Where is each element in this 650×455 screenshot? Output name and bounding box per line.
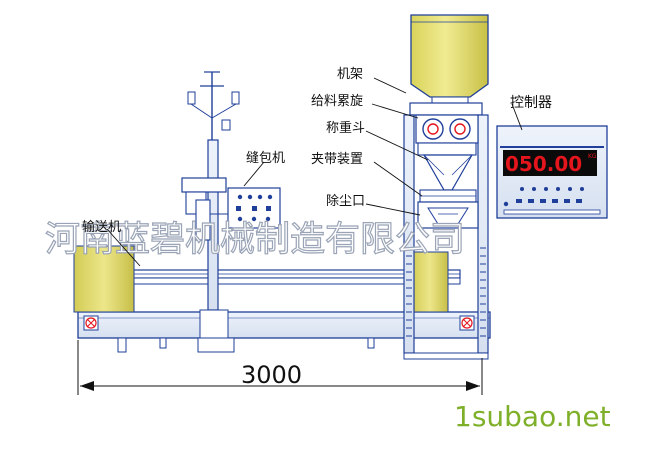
key-button[interactable] [528, 199, 534, 203]
label-weigh-hopper: 称重斗 [326, 120, 365, 136]
key-button[interactable] [540, 199, 546, 203]
key-button[interactable] [564, 199, 570, 203]
weigh-hopper [417, 142, 477, 191]
key-button[interactable] [552, 199, 558, 203]
button-dot[interactable] [556, 187, 560, 191]
controller: 050.00 KG [496, 125, 608, 219]
arrow-right-icon [466, 381, 480, 391]
label-bag-clamp: 夹带装置 [311, 152, 363, 167]
arrow-left-icon [80, 381, 94, 391]
power-indicator-icon [503, 201, 509, 207]
bag-right [411, 251, 449, 313]
button-dot[interactable] [544, 187, 548, 191]
weight-reading: 050.00 [505, 152, 582, 176]
motor-left [83, 315, 99, 331]
dimension-line: 3000 [77, 340, 483, 395]
button-dot[interactable] [532, 187, 536, 191]
site-watermark: 1subao.net [454, 400, 611, 433]
dust-port [417, 201, 479, 229]
motor-right [459, 315, 475, 331]
weight-display [503, 150, 597, 176]
company-watermark: 河南蓝碧机械制造有限公司 [45, 220, 465, 260]
bag-left [73, 245, 135, 313]
label-dust-port: 除尘口 [326, 194, 365, 209]
label-conveyor: 输送机 [82, 219, 121, 235]
sewing-machine [181, 71, 240, 339]
weight-unit: KG [588, 153, 597, 160]
label-sewing-machine: 缝包机 [246, 151, 285, 166]
bag-clamp [419, 189, 477, 203]
label-frame: 机架 [337, 67, 363, 82]
main-frame [403, 102, 489, 360]
label-controller: 控制器 [510, 95, 552, 111]
dimension-value: 3000 [241, 361, 302, 389]
key-button[interactable] [576, 199, 582, 203]
button-dot[interactable] [580, 187, 584, 191]
key-button[interactable] [516, 199, 522, 203]
button-dot[interactable] [568, 187, 572, 191]
feed-screw [415, 114, 479, 144]
feed-hopper [410, 14, 489, 104]
sewing-control-box [227, 187, 281, 229]
button-dot[interactable] [520, 187, 524, 191]
leader-lines [106, 77, 523, 267]
label-feed-screw: 给料累旋 [311, 94, 363, 109]
conveyor-base [75, 269, 491, 353]
